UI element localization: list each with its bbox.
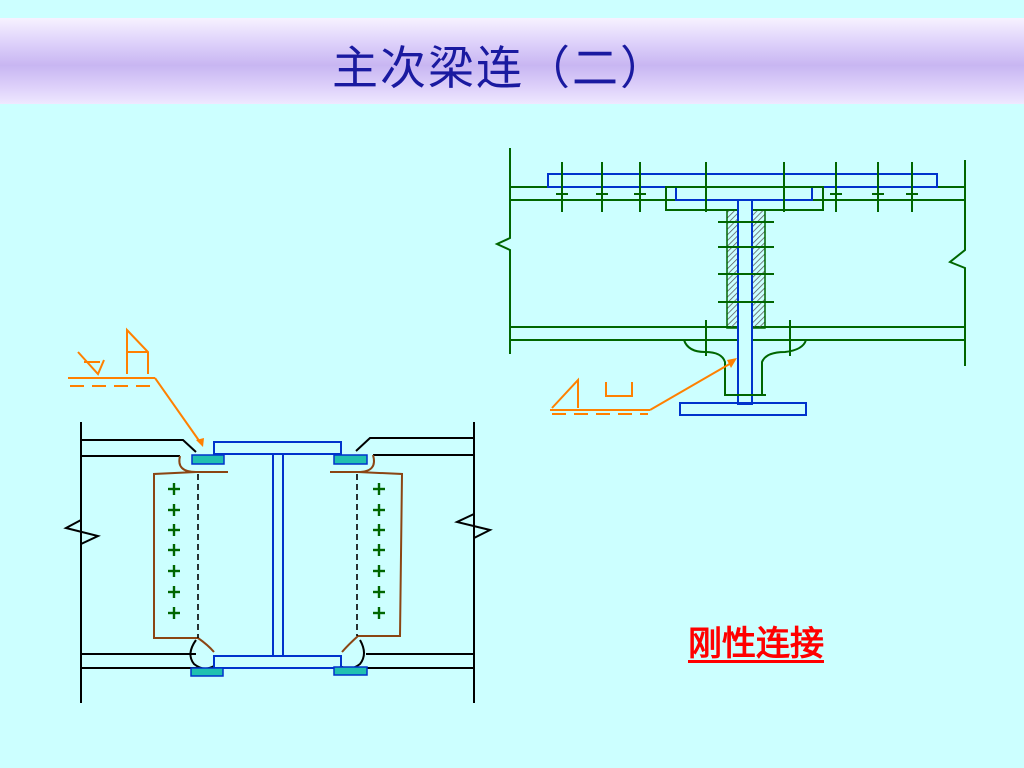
connection-type-caption: 刚性连接 [688,624,824,664]
title-band: 主次梁连（二） [0,18,1024,104]
web-bolts [705,221,791,356]
secondary-bottom-flange [679,402,807,416]
connection-plate-bottom-right [333,666,368,676]
weld-symbol-right [550,358,737,415]
secondary-web-section [272,453,284,657]
connection-plate-top-right [333,454,368,465]
main-beam-right-end [948,160,966,366]
secondary-top-flange-section [213,441,342,455]
secondary-bottom-flange-section [213,655,342,669]
connection-plate-bottom-left [190,667,224,677]
bolt-marks-right [373,483,385,619]
top-bolts [556,162,918,212]
main-beam-left-end [494,148,511,354]
page-title: 主次梁连（二） [332,41,668,95]
section-view [63,327,493,703]
weld-symbol-left [68,327,204,447]
elevation-view [494,148,966,416]
bolt-marks-left [168,483,180,619]
secondary-top-flange [675,186,813,201]
connection-plate-top-left [191,454,225,465]
